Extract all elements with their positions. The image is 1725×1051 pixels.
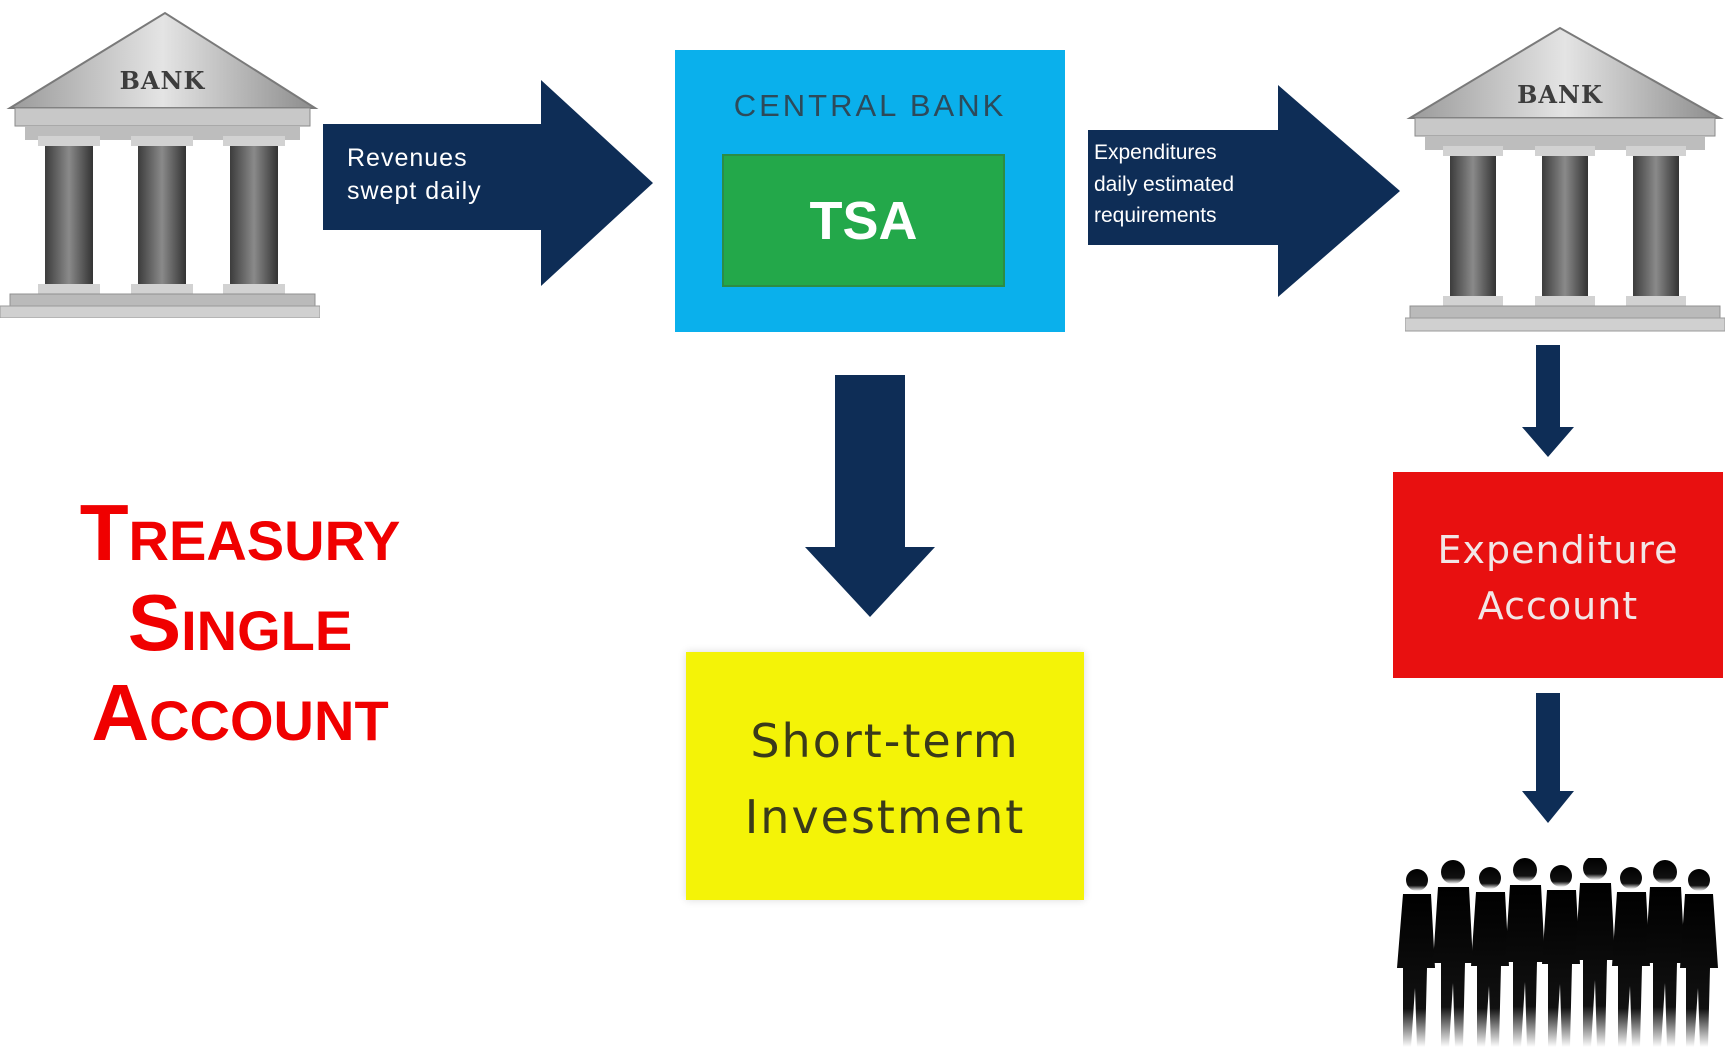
right-arrow-icon [323,80,653,286]
tsa-box: TSA [722,154,1005,287]
bank-label-left: BANK [119,66,206,95]
bank-icon [1405,26,1725,332]
revenues-label-line2: swept daily [347,176,482,205]
central-bank-box: CENTRAL BANK TSA [675,50,1065,332]
title-line3: Account [91,668,389,757]
expenditure-account-box: Expenditure Account [1393,472,1723,678]
down-arrow-people [1522,693,1574,823]
people-group-icon [1397,856,1718,1047]
expenditure-line2: Account [1477,584,1639,628]
revenues-label: Revenues swept daily [347,142,482,207]
down-arrow-expenditure [1522,345,1574,457]
right-arrow-icon [1088,85,1400,297]
tsa-label: TSA [809,190,918,251]
short-term-investment-box: Short-term Investment [686,652,1084,900]
expenditure-line1: Expenditure [1437,528,1679,572]
bank-icon [0,11,320,318]
investment-line1: Short-term [750,714,1020,768]
down-arrow-investment [805,375,935,617]
title-line1: Treasury [79,488,401,577]
people-silhouettes [1395,856,1720,1047]
title-block: Treasury Single Account [40,488,440,758]
bank-building-right: BANK [1405,18,1725,333]
revenues-label-line1: Revenues [347,144,468,172]
bank-label-right: BANK [1517,80,1603,109]
down-arrow-icon [1522,345,1574,457]
central-bank-title: CENTRAL BANK [733,88,1007,123]
revenues-arrow: Revenues swept daily [323,80,653,286]
down-arrow-icon [805,375,935,617]
bank-building-left: BANK [0,8,320,318]
expenditures-label-line1: Expenditures [1094,141,1217,164]
expenditures-label-line2: daily estimated [1094,172,1235,196]
investment-line2: Investment [744,790,1026,844]
expenditures-label: Expenditures daily estimated requirement… [1094,137,1234,232]
title-line2: Single [127,578,353,667]
expenditures-arrow: Expenditures daily estimated requirement… [1088,85,1400,297]
down-arrow-icon [1522,693,1574,823]
expenditures-label-line3: requirements [1094,204,1217,227]
